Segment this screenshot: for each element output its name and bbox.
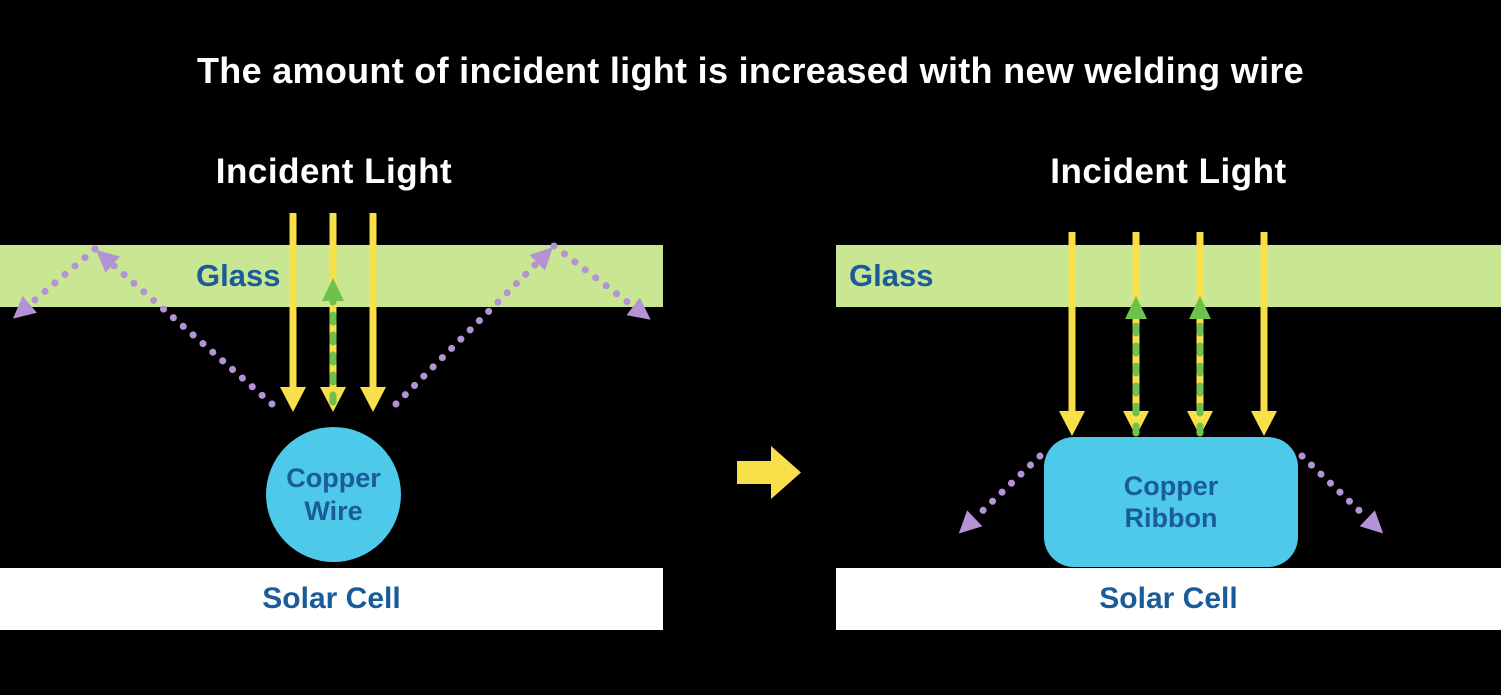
diagram-title: The amount of incident light is increase…	[196, 50, 1305, 91]
reflected-light-arrows-right	[1125, 296, 1211, 437]
transition-arrow-icon	[737, 446, 801, 499]
glass-label-right: Glass	[849, 258, 934, 293]
copper-ribbon-label-line1: Copper	[1123, 470, 1219, 501]
glass-layer-right	[836, 245, 1501, 307]
glass-label-left: Glass	[196, 258, 281, 293]
incident-light-label-right: Incident Light	[1050, 152, 1287, 191]
scatter-arrow-icon	[958, 452, 1044, 534]
copper-ribbon-shape: Copper Ribbon	[1044, 437, 1298, 567]
scatter-arrow-icon	[1298, 452, 1384, 534]
copper-ribbon-label-line2: Ribbon	[1124, 503, 1218, 533]
copper-wire-label-line1: Copper	[286, 463, 381, 494]
incident-light-label-left: Incident Light	[215, 152, 453, 191]
solar-cell-label-right: Solar Cell	[1099, 582, 1238, 615]
solar-cell-left: Solar Cell	[0, 568, 663, 630]
copper-wire-shape: Copper Wire	[266, 427, 401, 562]
solar-cell-label-left: Solar Cell	[262, 582, 401, 615]
solar-cell-right: Solar Cell	[836, 568, 1501, 630]
copper-wire-label-line2: Wire	[304, 495, 363, 526]
glass-layer-left	[0, 245, 663, 307]
